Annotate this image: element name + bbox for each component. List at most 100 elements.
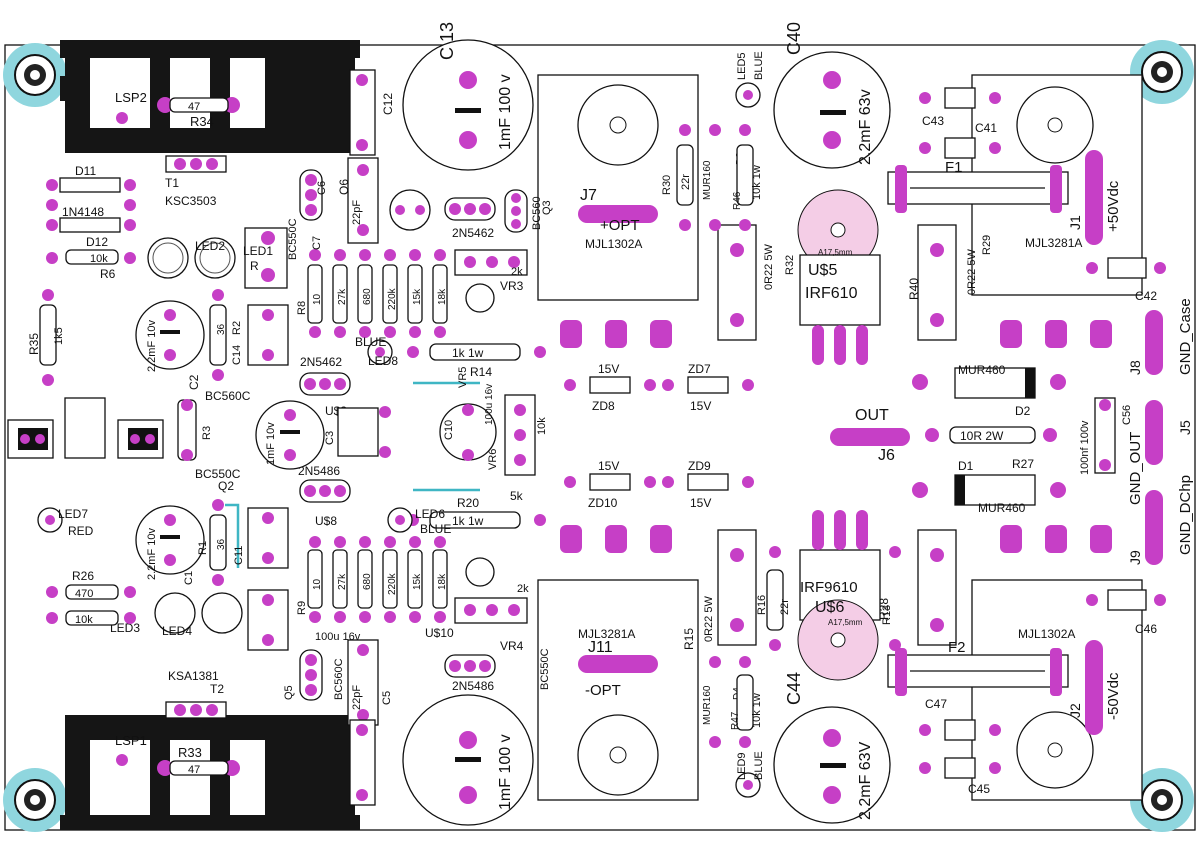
- d2-label: D2: [1015, 404, 1031, 418]
- capacitor-c8: [247, 507, 289, 569]
- c42-label: C42: [1135, 289, 1157, 303]
- r35-value: 1k5: [53, 327, 65, 345]
- trace-left: [225, 503, 240, 568]
- led9-label: LED9: [736, 752, 748, 780]
- r3-label: R3: [201, 426, 213, 440]
- r15k-value-bot: 15k: [412, 573, 423, 590]
- r10-value-top: 10: [312, 293, 323, 305]
- mjl1302-bot-label: MJL1302A: [1018, 627, 1075, 641]
- connector-input-mid: [117, 419, 164, 459]
- r46-label: R46: [732, 191, 743, 210]
- heatsink-bottom: [60, 715, 360, 830]
- c13-label: C 13: [437, 22, 457, 60]
- vr6-label: VR6: [487, 449, 499, 470]
- r47-label: R47: [730, 711, 741, 730]
- r680-value-bot: 680: [362, 573, 373, 590]
- r29-value: 0R22 5W: [966, 249, 978, 295]
- zd9-label: ZD9: [688, 459, 711, 473]
- ksc-label: KSC3503: [165, 194, 217, 208]
- c10-value: 100u 16v: [484, 384, 495, 425]
- c15-value: 1mF 100 v: [497, 734, 514, 810]
- c1-label: C1: [183, 571, 195, 585]
- led2-label: LED2: [195, 239, 225, 253]
- c40-value: 2.2mF 63v: [857, 89, 874, 165]
- led-led4: LED4: [154, 592, 243, 638]
- a175-bot: A17,5mm: [828, 618, 863, 627]
- bc550c-label: BC550C: [287, 218, 299, 260]
- c6-label: C6: [316, 181, 328, 195]
- capacitor-c41: C41: [919, 121, 1001, 159]
- q3-label: Q3: [541, 200, 553, 215]
- c43-label: C43: [922, 114, 944, 128]
- lsp1-label: LSP1: [115, 733, 147, 748]
- a175-top: A17,5mm: [818, 248, 853, 257]
- mount-hole-tr: [1130, 40, 1194, 104]
- capacitor-c15: 1mF 100 v: [402, 694, 534, 826]
- r6-value: 10k: [90, 253, 108, 265]
- mur160a-label: MUR160: [702, 160, 713, 200]
- r27k-value-top: 27k: [337, 288, 348, 305]
- r18k-value-top: 18k: [437, 288, 448, 305]
- bc560-label: BC560: [531, 196, 543, 230]
- r2-label: R2: [231, 321, 243, 335]
- us6-label: U$6: [815, 599, 844, 616]
- r26-label: R26: [72, 569, 94, 583]
- q5-label: Q5: [283, 685, 295, 700]
- zd10-value: 15V: [598, 459, 619, 473]
- 2n5462-top-label: 2N5462: [452, 226, 494, 240]
- r14-value: 1k 1w: [452, 346, 484, 360]
- c56-label: C56: [1121, 405, 1133, 425]
- r6-label: R6: [100, 267, 116, 281]
- lsp2-label: LSP2: [115, 90, 147, 105]
- c5-value: 100u 16v: [315, 631, 361, 643]
- bc550c-q2-label: BC550C: [195, 467, 241, 481]
- zd10-label: ZD10: [588, 496, 618, 510]
- r18k-value-bot: 18k: [437, 573, 448, 590]
- r36-value: 36: [216, 323, 227, 335]
- r27-value: 10R 2W: [960, 429, 1004, 443]
- r16-value: 22r: [779, 599, 791, 615]
- bc560c-label: BC560C: [205, 389, 251, 403]
- us5-label: U$5: [808, 262, 837, 279]
- c3-value: 1mF 10v: [265, 422, 277, 465]
- c6-value: 22pF: [351, 200, 363, 225]
- zd7-value: 15V: [690, 399, 711, 413]
- 2n5486-bot-label: 2N5486: [452, 679, 494, 693]
- c47-label: C47: [925, 697, 947, 711]
- r9-label: R9: [296, 601, 308, 615]
- m50-label: -50Vdc: [1105, 672, 1122, 720]
- r13-label: R13: [881, 605, 893, 625]
- resistor-bank-top: 10 27k 680 220k 15k 18k: [307, 249, 448, 338]
- d1-label: D1: [958, 459, 974, 473]
- r14-label: R14: [470, 365, 492, 379]
- d12-label: D12: [86, 235, 108, 249]
- capacitor-c8b: R8: [247, 301, 308, 366]
- fuse-f2: F2: [887, 639, 1069, 696]
- c44-value: 2.2mF 63V: [857, 741, 874, 820]
